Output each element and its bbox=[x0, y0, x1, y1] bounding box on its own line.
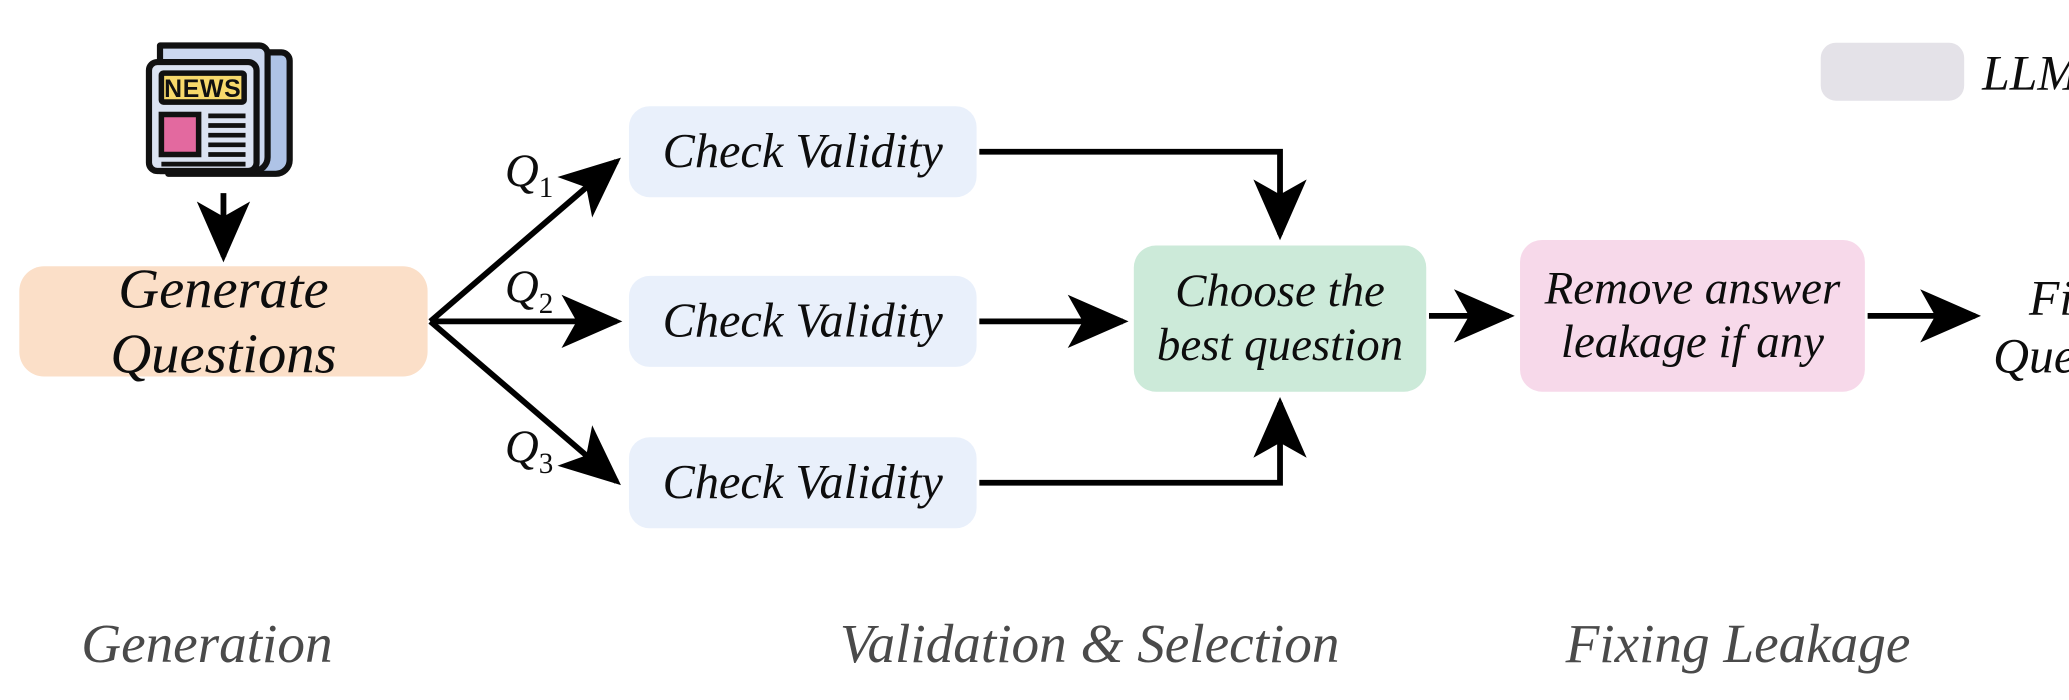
arrow-check3-to-choose bbox=[979, 396, 1307, 486]
label-final-question-line-2: Question bbox=[1993, 328, 2069, 385]
node-choose-best-question[interactable]: Choose the best question bbox=[1133, 245, 1427, 392]
edge-label-q1-base: Q bbox=[504, 146, 539, 198]
arrow-check1-to-choose bbox=[979, 148, 1307, 241]
node-choose-line-1: Choose the bbox=[1175, 266, 1385, 318]
edge-label-q2-base: Q bbox=[504, 262, 539, 314]
llm-swatch bbox=[1820, 42, 1965, 101]
llm-legend-label: LLM bbox=[1982, 45, 2069, 101]
phase-label-validation-selection: Validation & Selection bbox=[839, 612, 1340, 675]
newspaper-icon: NEWS bbox=[145, 42, 293, 177]
node-remove-answer-leakage-text: Remove answer leakage if any bbox=[1545, 262, 1841, 370]
node-check-validity-1[interactable]: Check Validity bbox=[628, 106, 977, 198]
node-generate-questions[interactable]: Generate Questions bbox=[19, 256, 428, 385]
label-final-question: Final Question bbox=[1993, 269, 2069, 386]
node-check-validity-1-label: Check Validity bbox=[662, 123, 943, 178]
edge-label-q3-base: Q bbox=[504, 422, 539, 474]
node-check-validity-2[interactable]: Check Validity bbox=[628, 275, 977, 367]
edge-label-q1-sub: 1 bbox=[538, 170, 554, 204]
newspaper-headline-text: NEWS bbox=[164, 76, 241, 103]
node-remove-line-1: Remove answer bbox=[1544, 263, 1841, 315]
label-final-question-line-1: Final bbox=[2028, 270, 2069, 326]
node-remove-answer-leakage[interactable]: Remove answer leakage if any bbox=[1520, 240, 1865, 392]
edge-label-q1: Q1 bbox=[505, 146, 553, 205]
node-check-validity-3-label: Check Validity bbox=[662, 455, 943, 509]
node-generate-questions-label: Generate Questions bbox=[110, 256, 337, 385]
phase-label-fixing-leakage: Fixing Leakage bbox=[1565, 612, 1911, 675]
node-check-validity-2-label: Check Validity bbox=[662, 293, 943, 348]
phase-label-generation: Generation bbox=[81, 612, 333, 675]
edge-label-q2: Q2 bbox=[505, 262, 553, 321]
node-choose-best-question-text: Choose the best question bbox=[1157, 265, 1403, 373]
node-remove-line-2: leakage if any bbox=[1560, 317, 1824, 369]
node-check-validity-3[interactable]: Check Validity bbox=[628, 437, 977, 529]
node-choose-line-2: best question bbox=[1156, 320, 1404, 372]
edge-label-q2-sub: 2 bbox=[538, 286, 554, 320]
edge-label-q3-sub: 3 bbox=[538, 446, 554, 480]
edge-label-q3: Q3 bbox=[505, 422, 553, 481]
